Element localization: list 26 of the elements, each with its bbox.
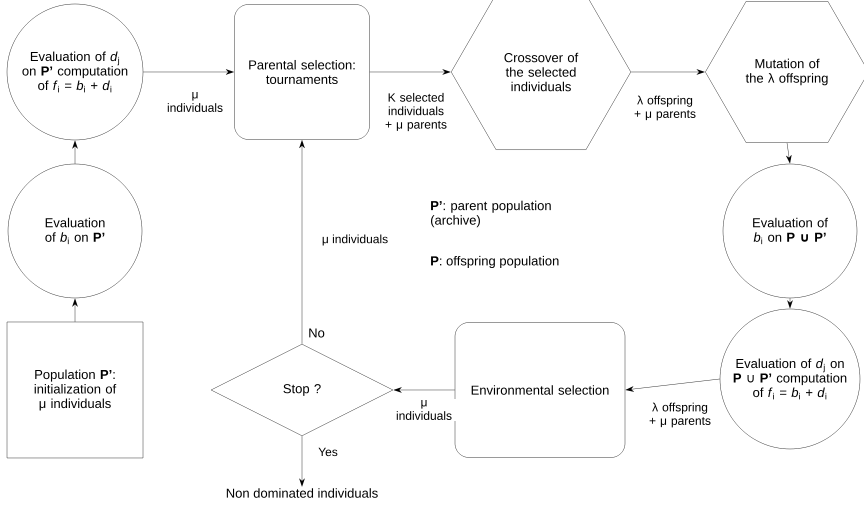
arrow — [143, 69, 234, 75]
output-text: Non dominated individuals — [226, 488, 378, 498]
arrow — [299, 436, 305, 487]
edge-label: μ individuals — [320, 233, 390, 246]
process-box: Population P’: initialization of μ individuals — [6, 322, 144, 458]
edge-label: λ offspring + μ parents — [642, 402, 718, 428]
arrow — [370, 69, 451, 75]
arrow — [299, 140, 305, 344]
edge-label: μ individuals — [392, 399, 456, 421]
edge-label: Yes — [317, 446, 339, 458]
note-text: P’: parent population (archive) — [431, 200, 551, 228]
arrow — [630, 69, 705, 75]
arrow — [626, 378, 720, 392]
process-hexagon: Crossover of the selected individuals — [451, 0, 632, 150]
process-box: Environmental selection — [454, 322, 626, 458]
arrow — [787, 298, 793, 308]
note-text: No — [309, 328, 324, 338]
arrow — [394, 387, 455, 393]
arrow — [72, 140, 78, 164]
arrow — [786, 142, 792, 164]
edge-label: μ individuals — [162, 91, 228, 113]
process-hexagon: Mutation of the λ offspring — [705, 1, 864, 143]
process-box: Parental selection: tournaments — [234, 4, 370, 140]
arrow — [72, 298, 78, 322]
edge-label: K selected individuals + μ parents — [380, 92, 452, 132]
note-text: P: offspring population — [431, 256, 558, 268]
